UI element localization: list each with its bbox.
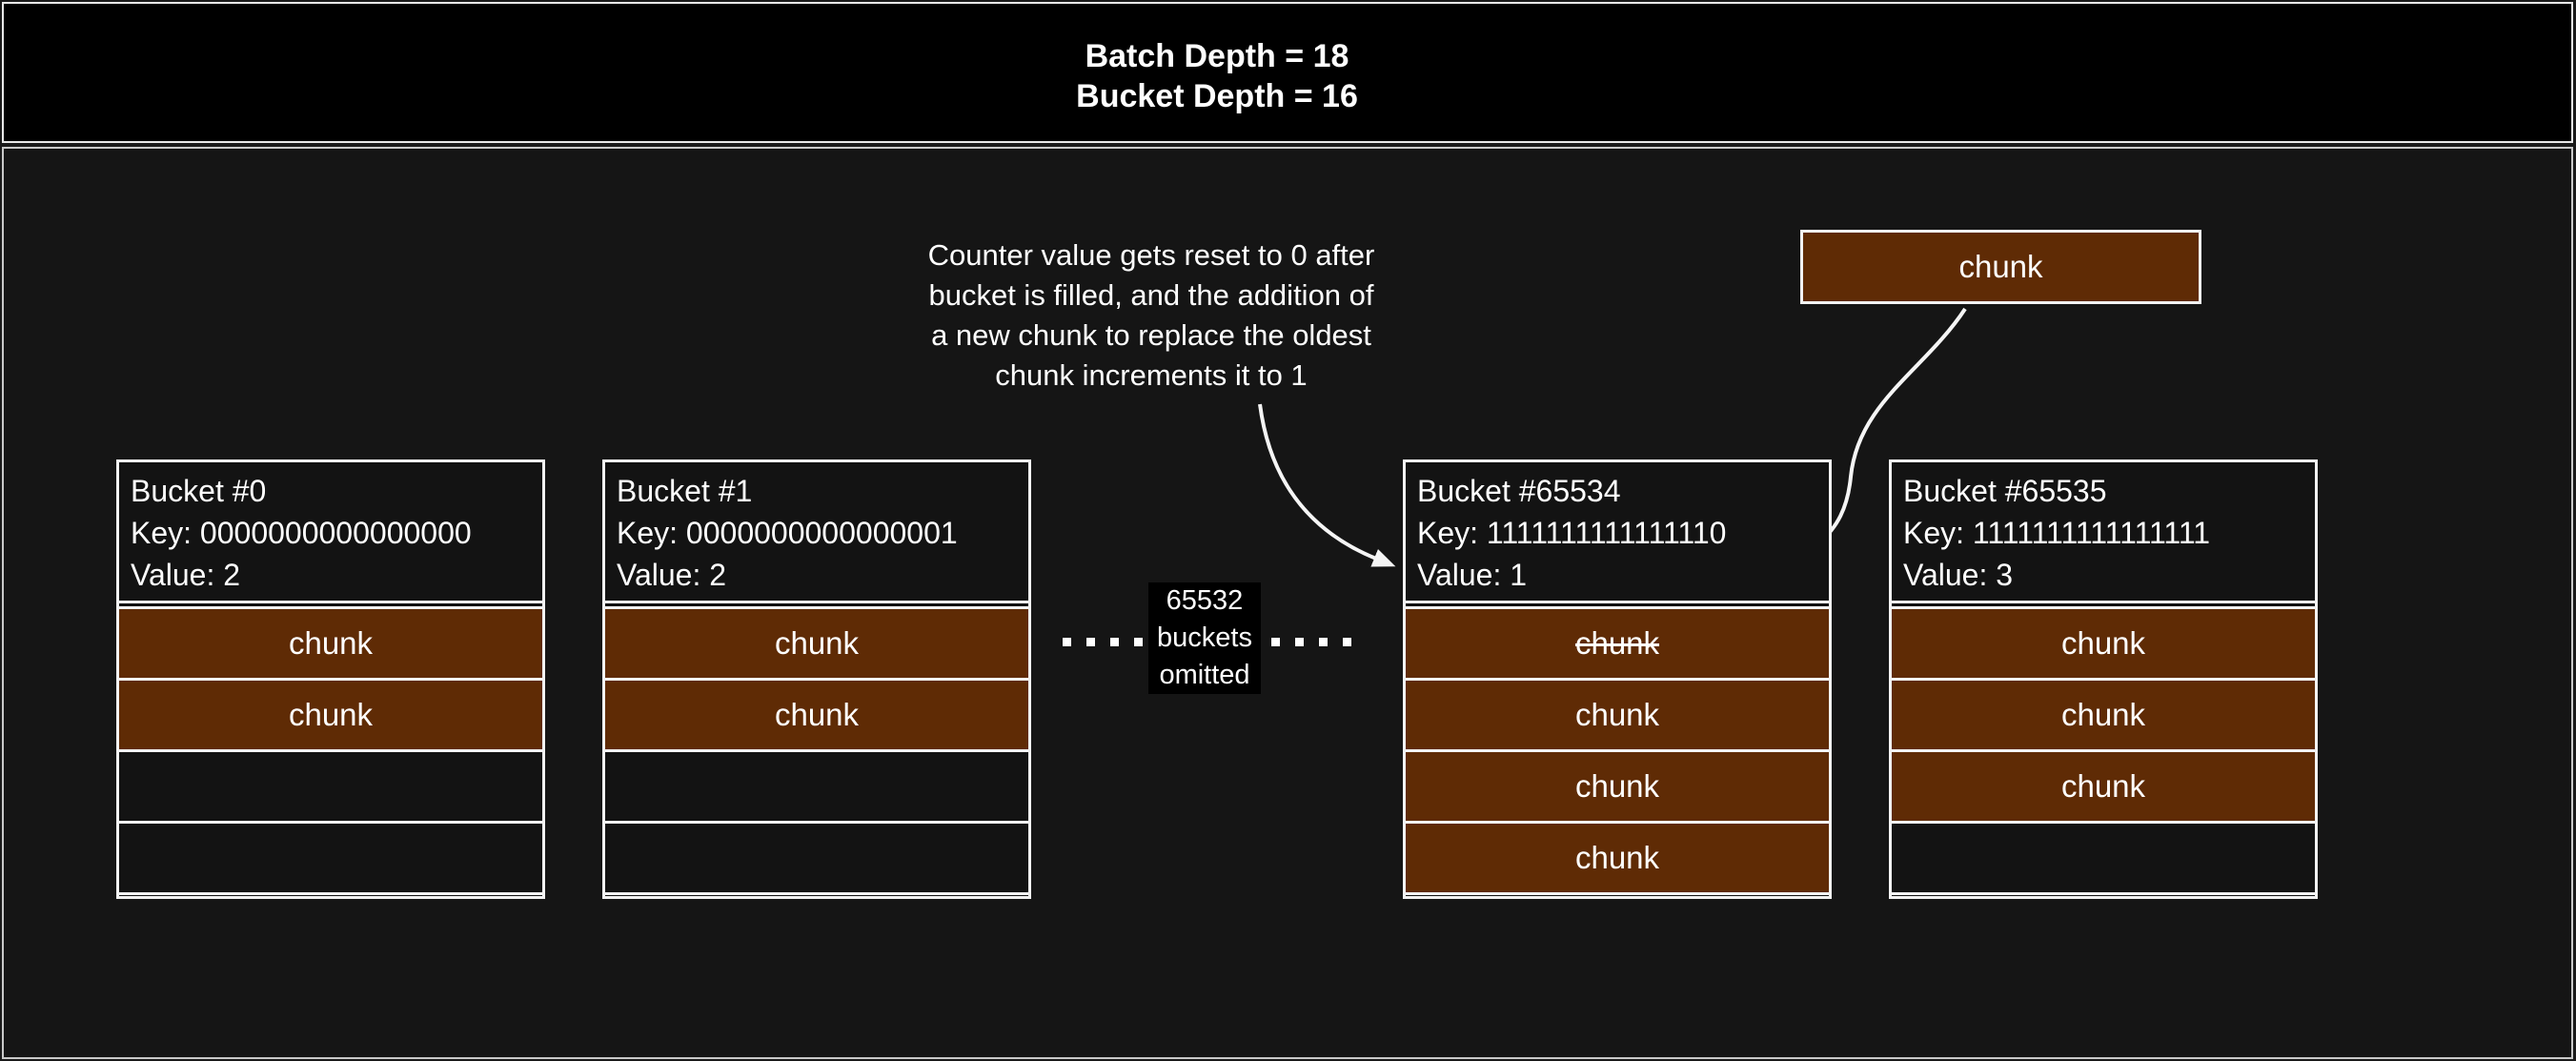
chunk-slot: chunk: [1889, 606, 2318, 681]
dot-icon: [1295, 638, 1304, 646]
bucket-info: Bucket #0 Key: 0000000000000000 Value: 2: [119, 462, 542, 603]
annotation-line: a new chunk to replace the oldest: [931, 318, 1371, 352]
bucket-title: Bucket #0: [131, 474, 267, 508]
bucket-key: Key: 1111111111111110: [1417, 516, 1727, 550]
chunk-slot: chunk: [602, 606, 1031, 681]
dot-icon: [1110, 638, 1119, 646]
dot-icon: [1343, 638, 1351, 646]
omitted-count: 65532: [1166, 585, 1244, 616]
empty-slot: [116, 749, 545, 824]
annotation-counter-reset: Counter value gets reset to 0 after buck…: [875, 235, 1428, 396]
bucket-value: Value: 2: [131, 558, 241, 592]
annotation-line: chunk increments it to 1: [995, 358, 1308, 392]
bucket-info: Bucket #1 Key: 0000000000000001 Value: 2: [605, 462, 1028, 603]
bucket-title: Bucket #1: [617, 474, 753, 508]
bucket-key: Key: 1111111111111111: [1903, 516, 2211, 550]
title-line-bucket-depth: Bucket Depth = 16: [1076, 78, 1358, 114]
bucket-title: Bucket #65534: [1417, 474, 1621, 508]
dot-icon: [1086, 638, 1095, 646]
chunk-slot: chunk: [1889, 749, 2318, 824]
omitted-word-buckets: buckets: [1157, 622, 1252, 653]
annotation-line: bucket is filled, and the addition of: [928, 278, 1374, 312]
chunk-slot: chunk: [602, 678, 1031, 752]
chunk-slot: chunk: [1403, 749, 1832, 824]
bucket-65534: Bucket #65534 Key: 1111111111111110 Valu…: [1403, 459, 1832, 899]
chunk-slot: chunk: [1403, 821, 1832, 895]
dot-icon: [1063, 638, 1071, 646]
chunk-slot: chunk: [116, 606, 545, 681]
empty-slot: [602, 749, 1031, 824]
title-line-batch-depth: Batch Depth = 18: [1085, 38, 1349, 74]
bucket-title: Bucket #65535: [1903, 474, 2107, 508]
dot-icon: [1271, 638, 1280, 646]
oldest-chunk-slot: chunk: [1403, 606, 1832, 681]
omitted-word-omitted: omitted: [1159, 660, 1250, 690]
bucket-value: Value: 1: [1417, 558, 1528, 592]
chunk-slot: chunk: [1403, 678, 1832, 752]
dot-icon: [1319, 638, 1328, 646]
diagram-title: Batch Depth = 18 Bucket Depth = 16: [4, 36, 2430, 116]
omitted-buckets-label: 65532 buckets omitted: [1148, 582, 1261, 694]
empty-slot: [602, 821, 1031, 895]
annotation-line: Counter value gets reset to 0 after: [927, 238, 1375, 272]
bucket-0: Bucket #0 Key: 0000000000000000 Value: 2…: [116, 459, 545, 899]
title-bar: Batch Depth = 18 Bucket Depth = 16: [2, 2, 2573, 143]
bucket-slots: chunk chunk chunk: [1889, 606, 2318, 895]
chunk-slot: chunk: [1889, 678, 2318, 752]
bucket-info: Bucket #65534 Key: 1111111111111110 Valu…: [1406, 462, 1829, 603]
chunk-slot: chunk: [116, 678, 545, 752]
bucket-key: Key: 0000000000000001: [617, 516, 958, 550]
bucket-slots: chunk chunk chunk chunk: [1403, 606, 1832, 895]
empty-slot: [1889, 821, 2318, 895]
bucket-slots: chunk chunk: [602, 606, 1031, 895]
bucket-value: Value: 2: [617, 558, 727, 592]
bucket-slots: chunk chunk: [116, 606, 545, 895]
incoming-chunk-box: chunk: [1800, 230, 2201, 304]
empty-slot: [116, 821, 545, 895]
bucket-key: Key: 0000000000000000: [131, 516, 472, 550]
bucket-value: Value: 3: [1903, 558, 2014, 592]
bucket-1: Bucket #1 Key: 0000000000000001 Value: 2…: [602, 459, 1031, 899]
bucket-65535: Bucket #65535 Key: 1111111111111111 Valu…: [1889, 459, 2318, 899]
dot-icon: [1134, 638, 1143, 646]
bucket-info: Bucket #65535 Key: 1111111111111111 Valu…: [1892, 462, 2315, 603]
